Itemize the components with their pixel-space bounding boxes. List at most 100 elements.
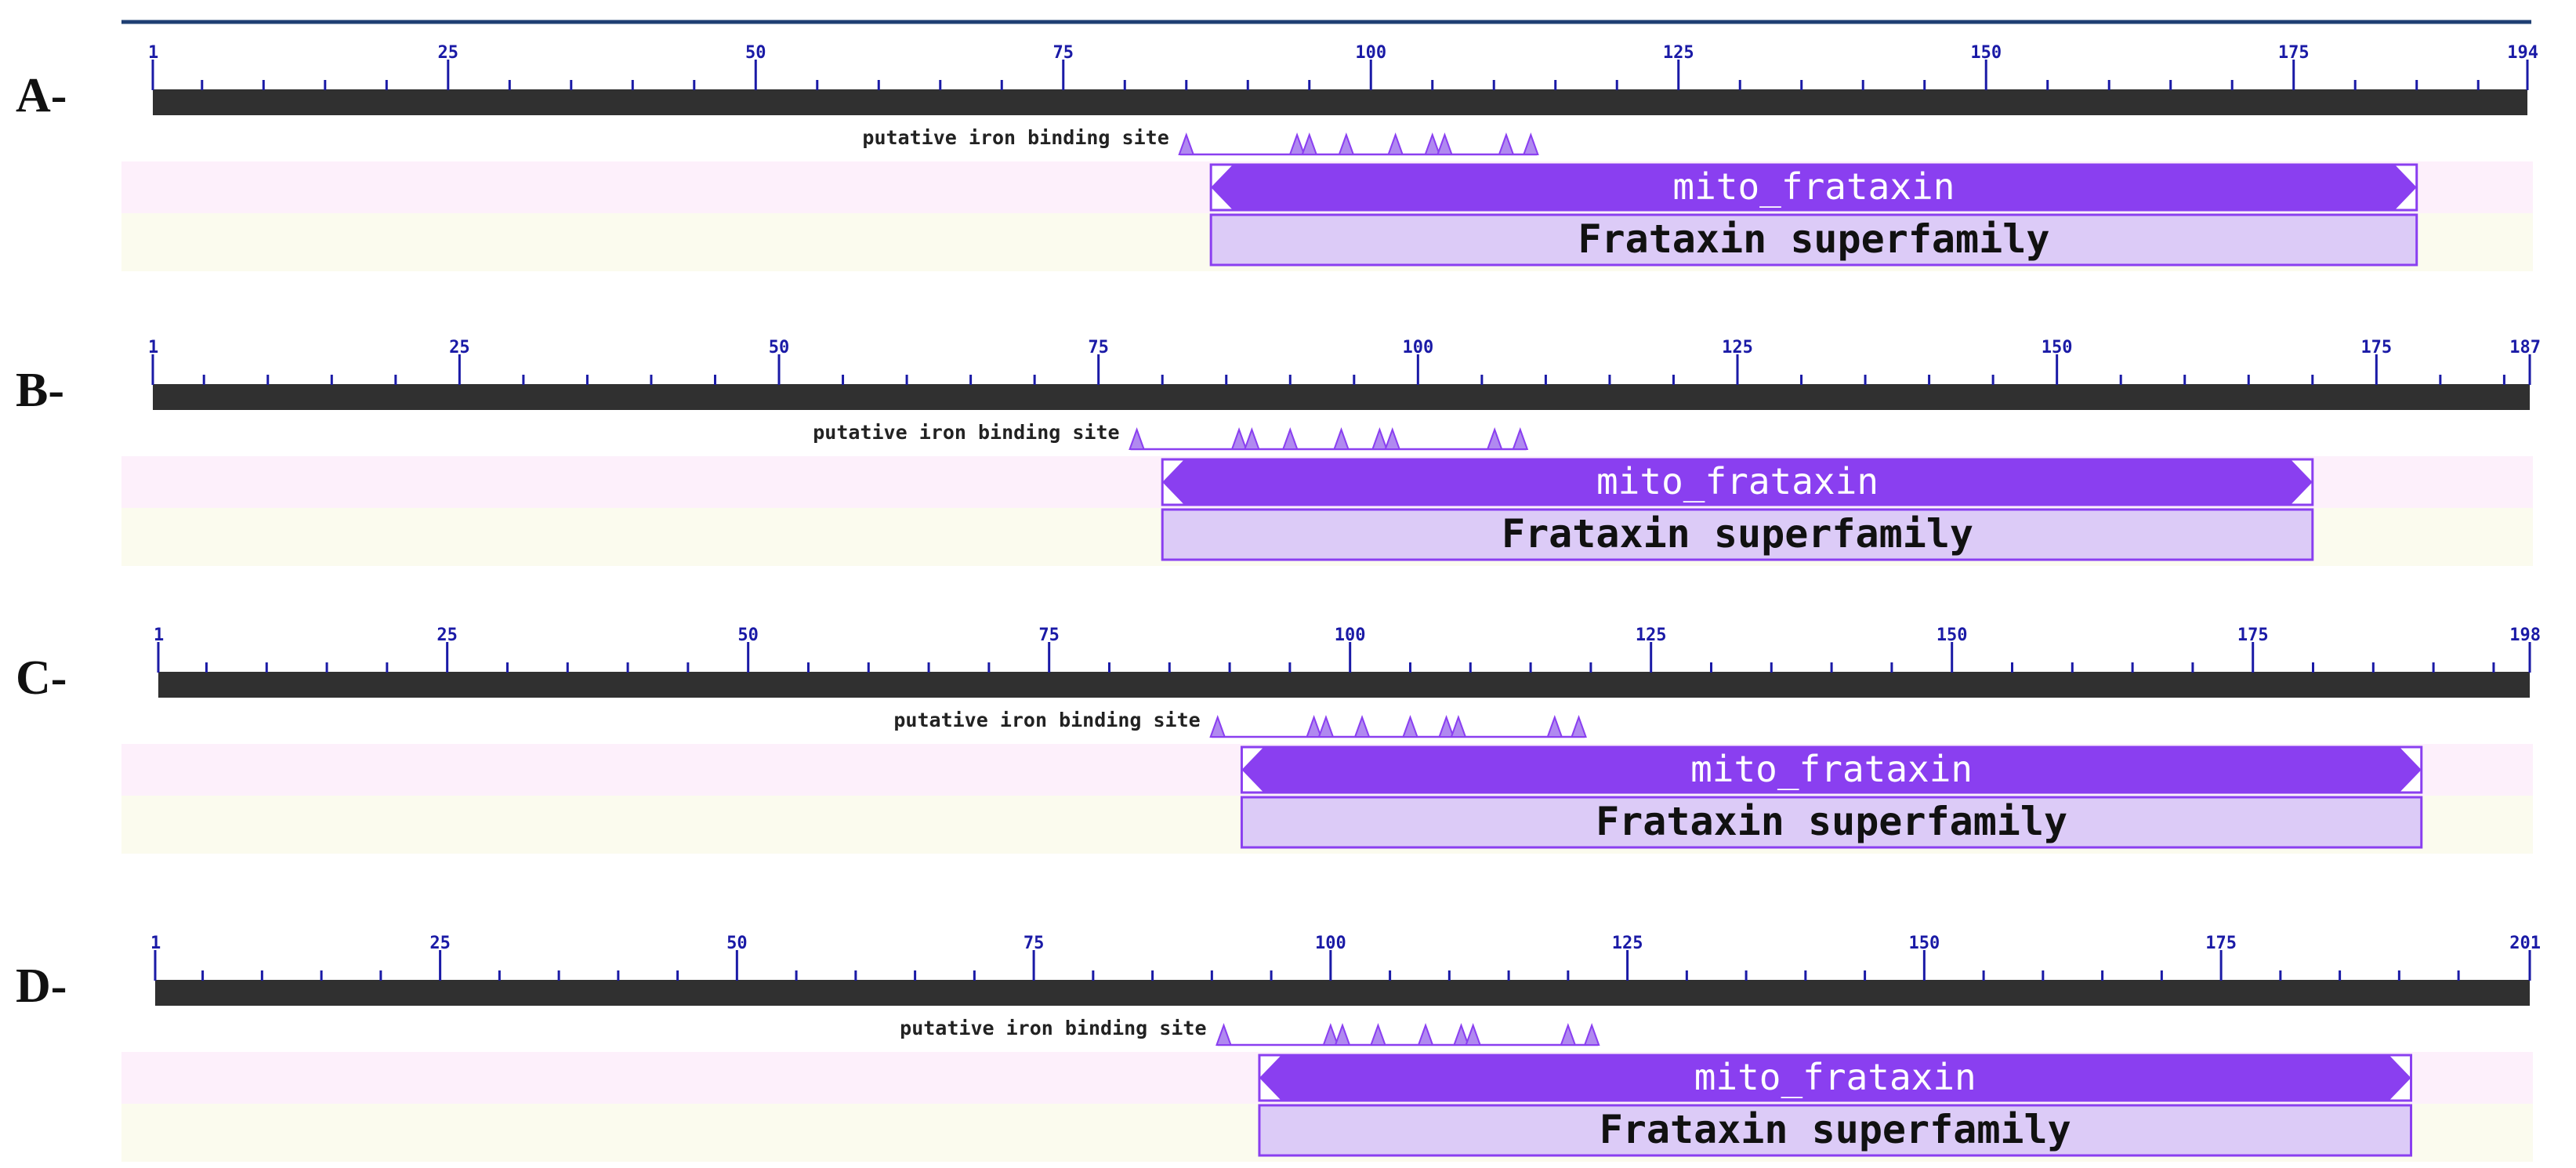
binding-site-marker: [1288, 132, 1306, 155]
site-label: putative iron binding site: [900, 1017, 1206, 1039]
sequence-ruler-bar: [153, 89, 2527, 115]
superfamily-label: Frataxin superfamily: [1502, 511, 1973, 557]
tick-label: 125: [1636, 626, 1667, 645]
mito-frataxin-domain: [1211, 165, 2417, 210]
domain-label: mito_frataxin: [1690, 748, 1973, 790]
tick-label: 150: [1937, 626, 1968, 645]
binding-site-marker: [1243, 427, 1260, 450]
tick-label: 194: [2507, 43, 2538, 63]
binding-site-marker: [1546, 715, 1563, 738]
tick-label: 50: [726, 934, 748, 953]
superfamily-label: Frataxin superfamily: [1578, 216, 2049, 262]
binding-site-marker: [1306, 715, 1323, 738]
tick-label: 50: [769, 338, 790, 357]
binding-site-marker: [1498, 132, 1515, 155]
binding-site-marker: [1438, 715, 1455, 738]
tick-label: 125: [1612, 934, 1643, 953]
binding-site-marker: [1437, 132, 1453, 155]
tick-label: 187: [2509, 338, 2541, 357]
binding-site-marker: [1230, 427, 1248, 450]
frataxin-superfamily-bar: [1209, 213, 2418, 267]
binding-site-marker: [1178, 132, 1195, 155]
binding-site-marker: [1450, 715, 1467, 738]
tick-label: 75: [1053, 43, 1074, 63]
tick-label: 100: [1355, 43, 1386, 63]
binding-site-marker: [1317, 715, 1335, 738]
sequence-ruler-bar: [158, 672, 2530, 698]
panel-label: D-: [16, 959, 67, 1013]
binding-site-marker: [1301, 132, 1318, 155]
tick-label: 1: [154, 626, 164, 645]
panel-label: B-: [16, 364, 64, 417]
tick-label: 50: [745, 43, 766, 63]
tick-label: 175: [2360, 338, 2392, 357]
tick-label: 201: [2509, 934, 2541, 953]
site-label: putative iron binding site: [862, 126, 1168, 149]
site-label: putative iron binding site: [813, 421, 1119, 444]
binding-site-marker: [1424, 132, 1441, 155]
tick-label: 175: [2278, 43, 2310, 63]
tick-label: 175: [2205, 934, 2237, 953]
superfamily-label: Frataxin superfamily: [1600, 1107, 2071, 1152]
sequence-ruler-bar: [155, 980, 2530, 1006]
tick-label: 175: [2237, 626, 2269, 645]
tick-label: 1: [148, 338, 158, 357]
frataxin-superfamily-bar: [1258, 1104, 2412, 1157]
binding-site-marker: [1209, 715, 1226, 738]
tick-label: 1: [150, 934, 161, 953]
binding-site-marker: [1465, 1023, 1482, 1046]
binding-site-marker: [1216, 1023, 1232, 1046]
tick-label: 75: [1024, 934, 1045, 953]
binding-site-marker: [1560, 1023, 1577, 1046]
tick-label: 50: [737, 626, 759, 645]
tick-label: 100: [1315, 934, 1346, 953]
frataxin-superfamily-bar: [1240, 796, 2423, 849]
binding-site-marker: [1486, 427, 1503, 450]
mito-frataxin-domain: [1259, 1055, 2411, 1101]
binding-site-marker: [1333, 427, 1350, 450]
tick-label: 25: [438, 43, 459, 63]
panel-label: A-: [16, 69, 67, 122]
binding-site-marker: [1338, 132, 1355, 155]
tick-label: 150: [2042, 338, 2073, 357]
mito-frataxin-domain: [1241, 747, 2422, 793]
sequence-ruler-bar: [153, 384, 2530, 410]
binding-site-marker: [1453, 1023, 1469, 1046]
tick-label: 125: [1663, 43, 1694, 63]
tick-label: 198: [2509, 626, 2541, 645]
frataxin-superfamily-bar: [1161, 508, 2314, 561]
tick-label: 25: [449, 338, 470, 357]
binding-site-marker: [1353, 715, 1371, 738]
binding-site-marker: [1387, 132, 1404, 155]
binding-site-marker: [1322, 1023, 1339, 1046]
domain-label: mito_frataxin: [1694, 1056, 1976, 1098]
superfamily-label: Frataxin superfamily: [1596, 799, 2067, 844]
domain-label: mito_frataxin: [1672, 165, 1955, 208]
tick-label: 150: [1908, 934, 1940, 953]
site-label: putative iron binding site: [893, 709, 1200, 731]
binding-site-marker: [1370, 1023, 1386, 1046]
domain-label: mito_frataxin: [1596, 460, 1879, 502]
binding-site-marker: [1571, 715, 1587, 738]
tick-label: 150: [1970, 43, 2002, 63]
mito-frataxin-domain: [1162, 459, 2313, 505]
binding-site-marker: [1384, 427, 1401, 450]
binding-site-marker: [1334, 1023, 1351, 1046]
tick-label: 100: [1402, 338, 1433, 357]
tick-label: 75: [1088, 338, 1109, 357]
binding-site-marker: [1371, 427, 1388, 450]
binding-site-marker: [1512, 427, 1529, 450]
tick-label: 125: [1722, 338, 1753, 357]
tick-label: 100: [1335, 626, 1366, 645]
tick-label: 1: [148, 43, 158, 63]
binding-site-marker: [1417, 1023, 1434, 1046]
binding-site-marker: [1281, 427, 1299, 450]
tick-label: 25: [437, 626, 458, 645]
binding-site-marker: [1402, 715, 1418, 738]
